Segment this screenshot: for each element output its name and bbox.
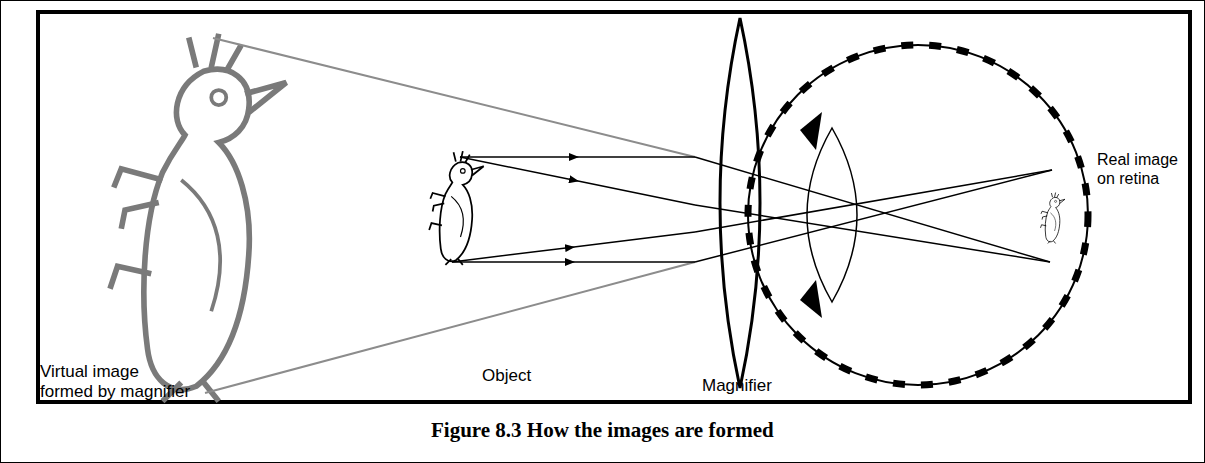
- virtual-ray: [213, 38, 695, 157]
- virtual-image: [110, 34, 286, 402]
- eye-lens: [807, 128, 857, 302]
- eyeball: [748, 45, 1088, 385]
- retina-image: [1041, 193, 1065, 244]
- virtual-ray: [205, 262, 695, 393]
- iris: [800, 280, 822, 318]
- inner-frame: [38, 12, 1190, 402]
- magnifier-lens: [720, 18, 760, 388]
- object-figure: [429, 151, 484, 265]
- retina-rim: [748, 45, 1088, 385]
- text-label: Virtual image formed by magnifier: [40, 362, 194, 402]
- text-label: Object: [482, 366, 531, 386]
- iris: [800, 112, 822, 150]
- figure-caption: Figure 8.3 How the images are formed: [431, 418, 774, 442]
- text-label: Magnifier: [702, 376, 772, 396]
- text-label: Real image on retina: [1097, 150, 1183, 188]
